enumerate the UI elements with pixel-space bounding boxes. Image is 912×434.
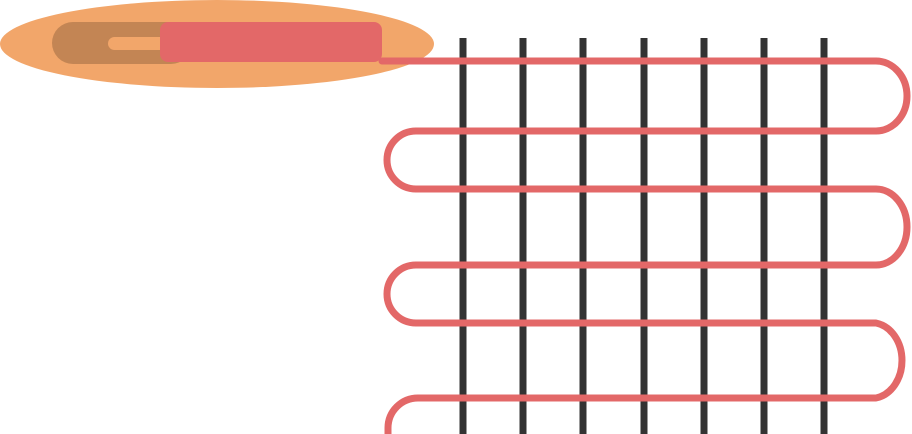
- bobbin-icon: [160, 22, 382, 62]
- weaving-shuttle-icon: [0, 0, 434, 88]
- weft-thread: [378, 57, 911, 434]
- warp-threads: [459, 38, 828, 434]
